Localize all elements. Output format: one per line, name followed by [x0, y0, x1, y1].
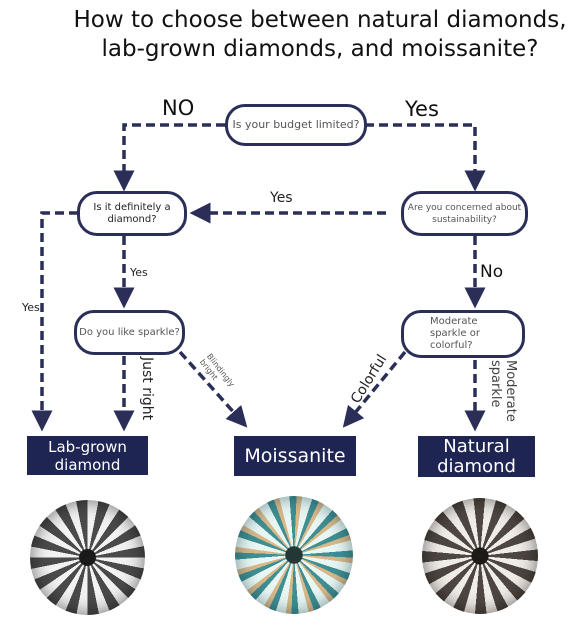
label-no-budget: NO [162, 96, 194, 120]
label-no-sustain: No [480, 262, 503, 282]
result-lab-grown: Lab-grown diamond [27, 436, 148, 475]
node-like-sparkle: Do you like sparkle? [74, 310, 185, 355]
arrow-budget-yes [365, 125, 475, 188]
node-sustainability: Are you concerned about sustainability? [401, 191, 528, 236]
label-yes-sustain: Yes [270, 190, 293, 206]
result-lab-text: Lab-grown diamond [38, 438, 138, 474]
node-budget-text: Is your budget limited? [233, 119, 360, 131]
lab-grown-diamond-image [30, 500, 145, 615]
label-just-right: Just right [139, 357, 155, 420]
label-yes-budget: Yes [405, 97, 439, 121]
node-sparkle-text: Do you like sparkle? [79, 327, 180, 339]
label-yes-definitely-down: Yes [130, 266, 148, 279]
moissanite-image [235, 496, 353, 614]
label-moderate-sparkle: Moderate sparkle [488, 360, 518, 434]
arrow-budget-no [124, 125, 225, 188]
node-definitely-diamond: Is it definitely a diamond? [77, 191, 187, 236]
result-moissanite-text: Moissanite [244, 445, 345, 467]
arrow-definitely-yes-side [42, 213, 78, 428]
result-natural-text: Natural diamond [432, 437, 522, 477]
natural-diamond-image [422, 498, 538, 614]
node-budget-limited: Is your budget limited? [225, 104, 367, 146]
node-moderate-or-colorful: Moderate sparkle or colorful? [401, 310, 525, 358]
result-natural: Natural diamond [418, 436, 535, 477]
node-sustainability-text: Are you concerned about sustainability? [404, 202, 525, 226]
result-moissanite: Moissanite [234, 436, 356, 476]
label-yes-definitely-side: Yes [22, 301, 40, 314]
node-moderate-text: Moderate sparkle or colorful? [430, 316, 508, 352]
node-definitely-text: Is it definitely a diamond? [80, 202, 184, 226]
